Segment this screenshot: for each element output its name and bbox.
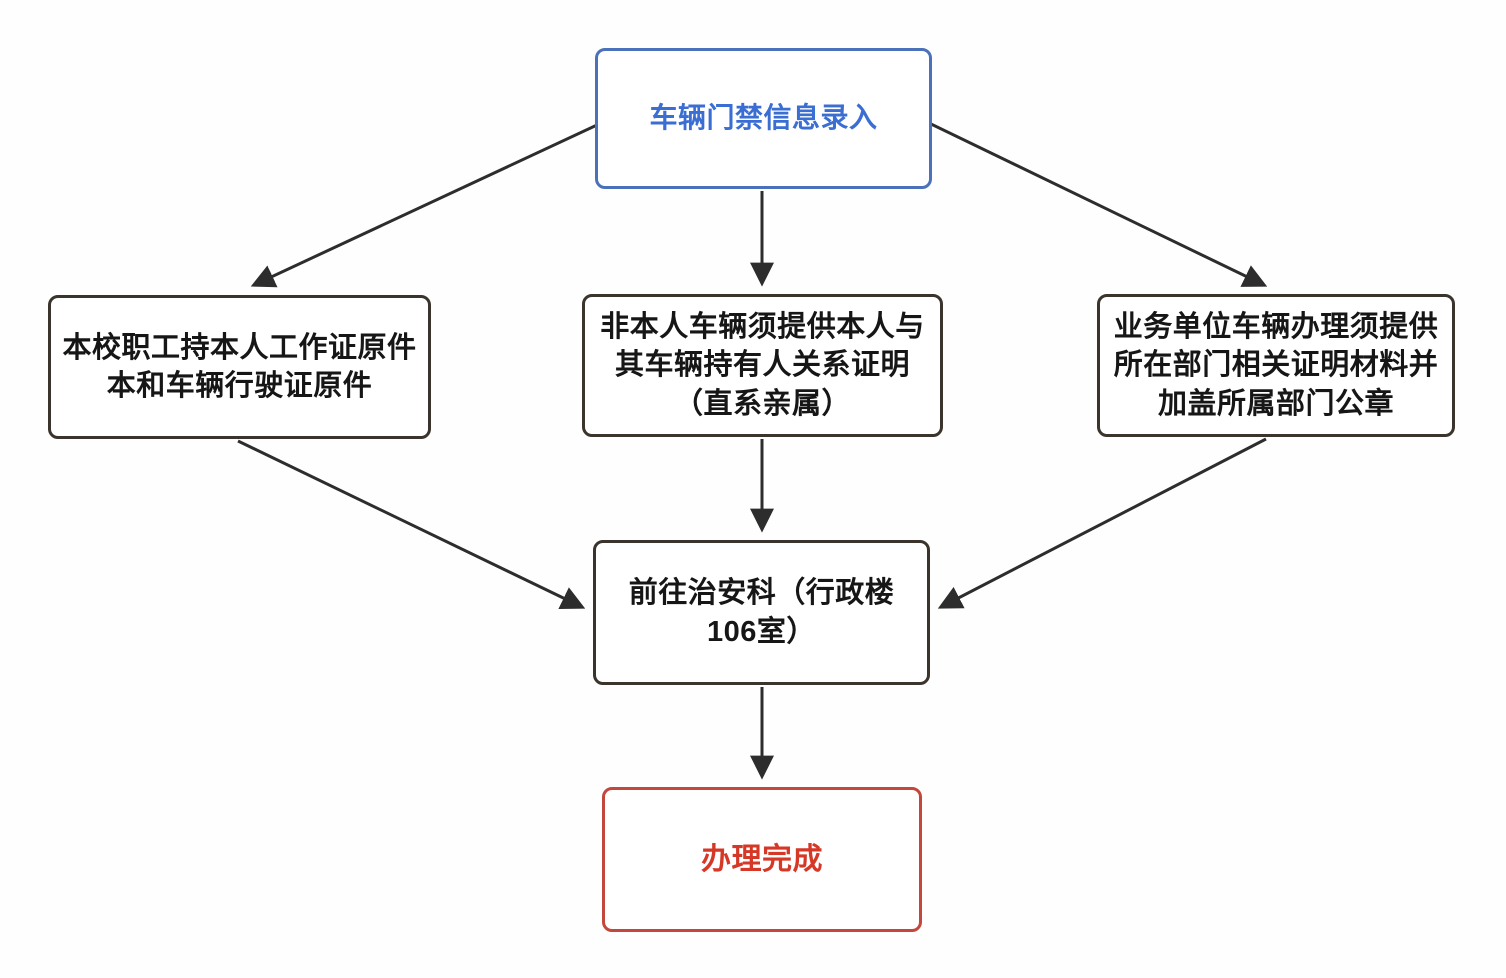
node-label-line: 所在部门相关证明材料并: [1113, 349, 1439, 382]
node-business-unit-requirements: 业务单位车辆办理须提供 所在部门相关证明材料并 加盖所属部门公章: [1097, 294, 1455, 437]
arrow-staff-to-security: [237, 439, 586, 609]
node-label-line: 本校职工持本人工作证原件: [62, 331, 417, 364]
node-vehicle-access-entry: 车辆门禁信息录入: [595, 48, 932, 189]
node-label-line: 前往治安科（行政楼: [628, 577, 895, 610]
node-label-line: 业务单位车辆办理须提供: [1113, 311, 1439, 344]
node-label-line: 本和车辆行驶证原件: [106, 370, 373, 402]
node-staff-owner-requirements: 本校职工持本人工作证原件 本和车辆行驶证原件: [48, 295, 431, 439]
node-non-owner-requirements: 非本人车辆须提供本人与 其车辆持有人关系证明 （直系亲属）: [582, 294, 943, 437]
node-label: 车辆门禁信息录入: [649, 102, 878, 134]
arrow-start-to-staff: [250, 123, 598, 288]
node-label-line: 加盖所属部门公章: [1157, 387, 1394, 420]
node-label-line: 非本人车辆须提供本人与: [600, 311, 925, 344]
node-label-line: （直系亲属）: [673, 387, 851, 420]
node-process-complete: 办理完成: [602, 787, 922, 932]
node-security-office: 前往治安科（行政楼 106室）: [593, 540, 930, 685]
arrow-business-to-security: [937, 437, 1267, 609]
node-label-line: 其车辆持有人关系证明: [614, 349, 910, 382]
node-label-line: 106室）: [707, 615, 816, 648]
arrow-start-to-business: [930, 122, 1268, 287]
node-label: 办理完成: [701, 842, 823, 876]
